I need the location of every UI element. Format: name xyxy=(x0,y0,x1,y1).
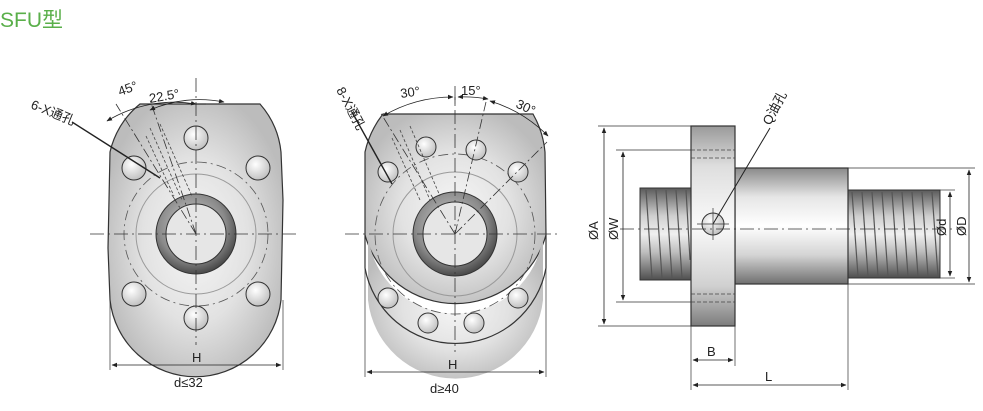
bolt-hole xyxy=(245,155,271,181)
bolt-hole xyxy=(121,281,147,307)
dim-w-label: ØW xyxy=(606,217,621,240)
side-view: Q油孔 ØA ØW Ød ØD B L xyxy=(586,88,975,390)
front-view-large: 30° 15° 30° 8-X通孔 H d≥40 xyxy=(333,83,560,396)
screw-shaft-right xyxy=(847,189,941,279)
nut-body xyxy=(734,167,849,285)
dim-a-label: ØA xyxy=(586,221,601,240)
bolt-hole xyxy=(465,139,487,161)
dim-d-large-label: ØD xyxy=(954,217,969,237)
bolt-hole xyxy=(463,312,485,334)
bolt-hole xyxy=(245,281,271,307)
bolt-hole xyxy=(507,287,529,309)
dim-d-small-label: Ød xyxy=(934,219,949,236)
bolt-hole xyxy=(415,136,437,158)
screw-shaft-left xyxy=(639,187,693,281)
oil-hole-label: Q油孔 xyxy=(759,88,789,127)
bolt-hole xyxy=(377,287,399,309)
bolt-hole xyxy=(417,312,439,334)
bolt-hole xyxy=(507,161,529,183)
dim-h-label: H xyxy=(448,357,457,372)
angle-45-label: 45° xyxy=(116,78,140,99)
front-view-small: 45° 22.5° 6-X通孔 H d≤32 xyxy=(29,78,300,390)
condition-label: d≤32 xyxy=(174,375,203,390)
bolt-hole xyxy=(121,155,147,181)
dim-l-label: L xyxy=(765,369,772,384)
hole-label: 8-X通孔 xyxy=(333,84,368,132)
hole-label: 6-X通孔 xyxy=(29,97,77,128)
page-title: SFU型 xyxy=(0,9,63,32)
angle-15-label: 15° xyxy=(461,83,481,98)
dim-b-label: B xyxy=(707,344,716,359)
angle-30-label: 30° xyxy=(399,83,421,101)
condition-label: d≥40 xyxy=(430,381,459,396)
angle-22-5-label: 22.5° xyxy=(148,86,181,106)
dim-h-label: H xyxy=(192,350,201,365)
